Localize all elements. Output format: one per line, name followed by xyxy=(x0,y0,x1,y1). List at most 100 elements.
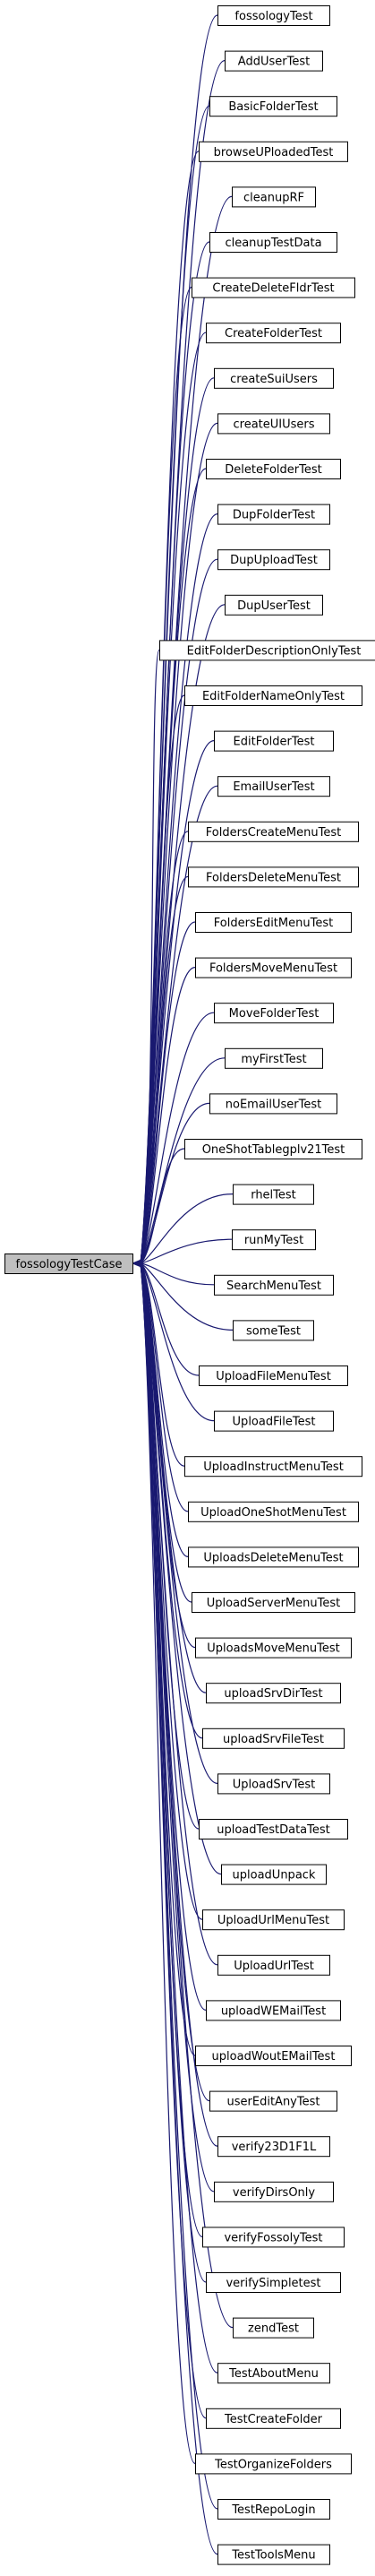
class-label: UploadsMoveMenuTest xyxy=(207,1642,339,1656)
class-box xyxy=(188,1501,359,1522)
class-label: UploadFileMenuTest xyxy=(216,1370,331,1383)
class-node-create-sui-users[interactable]: createSuiUsers xyxy=(214,367,334,389)
class-box xyxy=(192,1592,355,1613)
class-label: UploadOneShotMenuTest xyxy=(200,1506,346,1520)
class-node-fossology-test[interactable]: fossologyTest xyxy=(217,5,330,26)
class-box xyxy=(217,2136,330,2158)
class-label: DeleteFolderTest xyxy=(225,463,322,477)
inheritance-edge-no-email-user-test xyxy=(140,1102,210,1264)
class-node-edit-folder-test[interactable]: EditFolderTest xyxy=(214,730,334,752)
class-label: MoveFolderTest xyxy=(229,1007,320,1021)
class-node-cleanup-test-data[interactable]: cleanupTestData xyxy=(209,232,337,253)
class-node-dup-upload-test[interactable]: DupUploadTest xyxy=(217,549,330,571)
class-node-create-uiusers[interactable]: createUIUsers xyxy=(217,413,330,435)
class-node-test-create-folder[interactable]: TestCreateFolder xyxy=(206,2408,341,2429)
class-node-no-email-user-test[interactable]: noEmailUserTest xyxy=(209,1093,337,1115)
inheritance-edge-move-folder-test xyxy=(140,1012,215,1264)
class-node-dup-folder-test[interactable]: DupFolderTest xyxy=(217,504,330,525)
class-node-upload-server-menu-test[interactable]: UploadServerMenuTest xyxy=(192,1592,355,1613)
class-node-folders-move-menu-test[interactable]: FoldersMoveMenuTest xyxy=(195,957,352,978)
class-node-upload-instruct-menu-test[interactable]: UploadInstructMenuTest xyxy=(184,1456,362,1478)
class-box xyxy=(184,685,362,706)
class-label: UploadSrvTest xyxy=(233,1778,315,1791)
class-box xyxy=(184,1139,362,1159)
base-class-node[interactable]: fossologyTestCase xyxy=(4,1254,133,1274)
class-box xyxy=(206,2408,341,2429)
base-class-label: fossologyTestCase xyxy=(16,1258,123,1271)
class-node-test-repo-login[interactable]: TestRepoLogin xyxy=(217,2499,330,2520)
class-node-create-delete-fldr-test[interactable]: CreateDeleteFldrTest xyxy=(192,277,355,298)
class-box xyxy=(217,413,330,435)
class-label: EditFolderNameOnlyTest xyxy=(202,690,345,703)
class-label: TestOrganizeFolders xyxy=(214,2458,332,2471)
class-box xyxy=(217,5,330,26)
class-node-basic-folder-test[interactable]: BasicFolderTest xyxy=(209,96,337,117)
class-node-test-organize-folders[interactable]: TestOrganizeFolders xyxy=(195,2453,352,2475)
class-node-edit-folder-description-only-test[interactable]: EditFolderDescriptionOnlyTest xyxy=(159,640,375,661)
class-node-upload-wemail-test[interactable]: uploadWEMailTest xyxy=(206,2000,341,2021)
class-node-upload-wout-email-test[interactable]: uploadWoutEMailTest xyxy=(195,2046,352,2066)
class-node-verify-simpletest[interactable]: verifySimpletest xyxy=(206,2272,341,2293)
class-node-verify-dirs-only[interactable]: verifyDirsOnly xyxy=(214,2181,334,2202)
class-node-upload-srv-file-test[interactable]: uploadSrvFileTest xyxy=(202,1727,345,1749)
base-class-box xyxy=(4,1254,133,1274)
class-node-delete-folder-test[interactable]: DeleteFolderTest xyxy=(206,459,341,479)
class-node-upload-srv-dir-test[interactable]: uploadSrvDirTest xyxy=(206,1683,341,1704)
inheritance-edge-run-my-test xyxy=(140,1238,233,1264)
class-node-edit-folder-name-only-test[interactable]: EditFolderNameOnlyTest xyxy=(184,685,362,706)
class-node-browse-uploaded-test[interactable]: browseUPloadedTest xyxy=(199,141,348,162)
class-node-cleanup-rf[interactable]: cleanupRF xyxy=(232,186,316,208)
class-node-folders-edit-menu-test[interactable]: FoldersEditMenuTest xyxy=(195,912,352,933)
class-box xyxy=(195,957,352,978)
class-node-upload-url-menu-test[interactable]: UploadUrlMenuTest xyxy=(202,1909,345,1931)
class-box xyxy=(206,2000,341,2021)
class-box xyxy=(214,1274,334,1296)
class-node-search-menu-test[interactable]: SearchMenuTest xyxy=(214,1274,334,1296)
class-box xyxy=(209,96,337,117)
class-box xyxy=(209,232,337,253)
inheritance-edge-my-first-test xyxy=(140,1057,226,1264)
class-node-uploads-delete-menu-test[interactable]: UploadsDeleteMenuTest xyxy=(188,1546,359,1568)
class-box xyxy=(199,1819,348,1839)
class-node-one-shot-tablegplv21-test[interactable]: OneShotTablegplv21Test xyxy=(184,1139,362,1159)
class-node-zend-test[interactable]: zendTest xyxy=(233,2317,314,2339)
class-node-user-edit-any-test[interactable]: userEditAnyTest xyxy=(209,2090,337,2112)
class-box xyxy=(225,594,323,616)
class-box xyxy=(206,2272,341,2293)
class-node-add-user-test[interactable]: AddUserTest xyxy=(225,50,323,72)
class-node-create-folder-test[interactable]: CreateFolderTest xyxy=(206,323,341,344)
class-node-folders-delete-menu-test[interactable]: FoldersDeleteMenuTest xyxy=(188,866,359,888)
class-node-move-folder-test[interactable]: MoveFolderTest xyxy=(214,1003,334,1024)
class-box xyxy=(206,459,341,479)
class-label: userEditAnyTest xyxy=(227,2096,320,2109)
class-box xyxy=(195,912,352,933)
class-box xyxy=(217,504,330,525)
class-node-some-test[interactable]: someTest xyxy=(233,1320,314,1341)
class-node-dup-user-test[interactable]: DupUserTest xyxy=(225,594,323,616)
class-label: myFirstTest xyxy=(241,1053,306,1066)
class-node-email-user-test[interactable]: EmailUserTest xyxy=(217,776,330,797)
inheritance-edge-one-shot-tablegplv21-test xyxy=(140,1148,185,1264)
class-node-verify-fossoly-test[interactable]: verifyFossolyTest xyxy=(202,2227,345,2248)
class-node-my-first-test[interactable]: myFirstTest xyxy=(225,1047,323,1069)
class-box xyxy=(195,1637,352,1658)
class-node-verify23-d1-f1-l[interactable]: verify23D1F1L xyxy=(217,2136,330,2158)
class-node-upload-file-menu-test[interactable]: UploadFileMenuTest xyxy=(199,1366,348,1386)
class-box xyxy=(217,2544,330,2565)
class-node-upload-file-test[interactable]: UploadFileTest xyxy=(214,1410,334,1432)
class-label: UploadUrlTest xyxy=(234,1960,314,1973)
class-node-folders-create-menu-test[interactable]: FoldersCreateMenuTest xyxy=(188,821,359,842)
inheritance-edge-folders-edit-menu-test xyxy=(140,921,196,1264)
class-node-rhel-test[interactable]: rhelTest xyxy=(233,1184,314,1205)
class-box xyxy=(184,1456,362,1478)
class-node-upload-test-data-test[interactable]: uploadTestDataTest xyxy=(199,1819,348,1839)
class-node-test-tools-menu[interactable]: TestToolsMenu xyxy=(217,2544,330,2565)
class-node-run-my-test[interactable]: runMyTest xyxy=(232,1229,316,1251)
class-node-upload-one-shot-menu-test[interactable]: UploadOneShotMenuTest xyxy=(188,1501,359,1522)
class-box xyxy=(217,2363,330,2384)
class-node-uploads-move-menu-test[interactable]: UploadsMoveMenuTest xyxy=(195,1637,352,1658)
class-node-upload-srv-test[interactable]: UploadSrvTest xyxy=(217,1773,330,1795)
class-node-upload-url-test[interactable]: UploadUrlTest xyxy=(217,1954,330,1976)
class-node-test-about-menu[interactable]: TestAboutMenu xyxy=(217,2363,330,2384)
class-node-upload-unpack[interactable]: uploadUnpack xyxy=(221,1864,327,1885)
